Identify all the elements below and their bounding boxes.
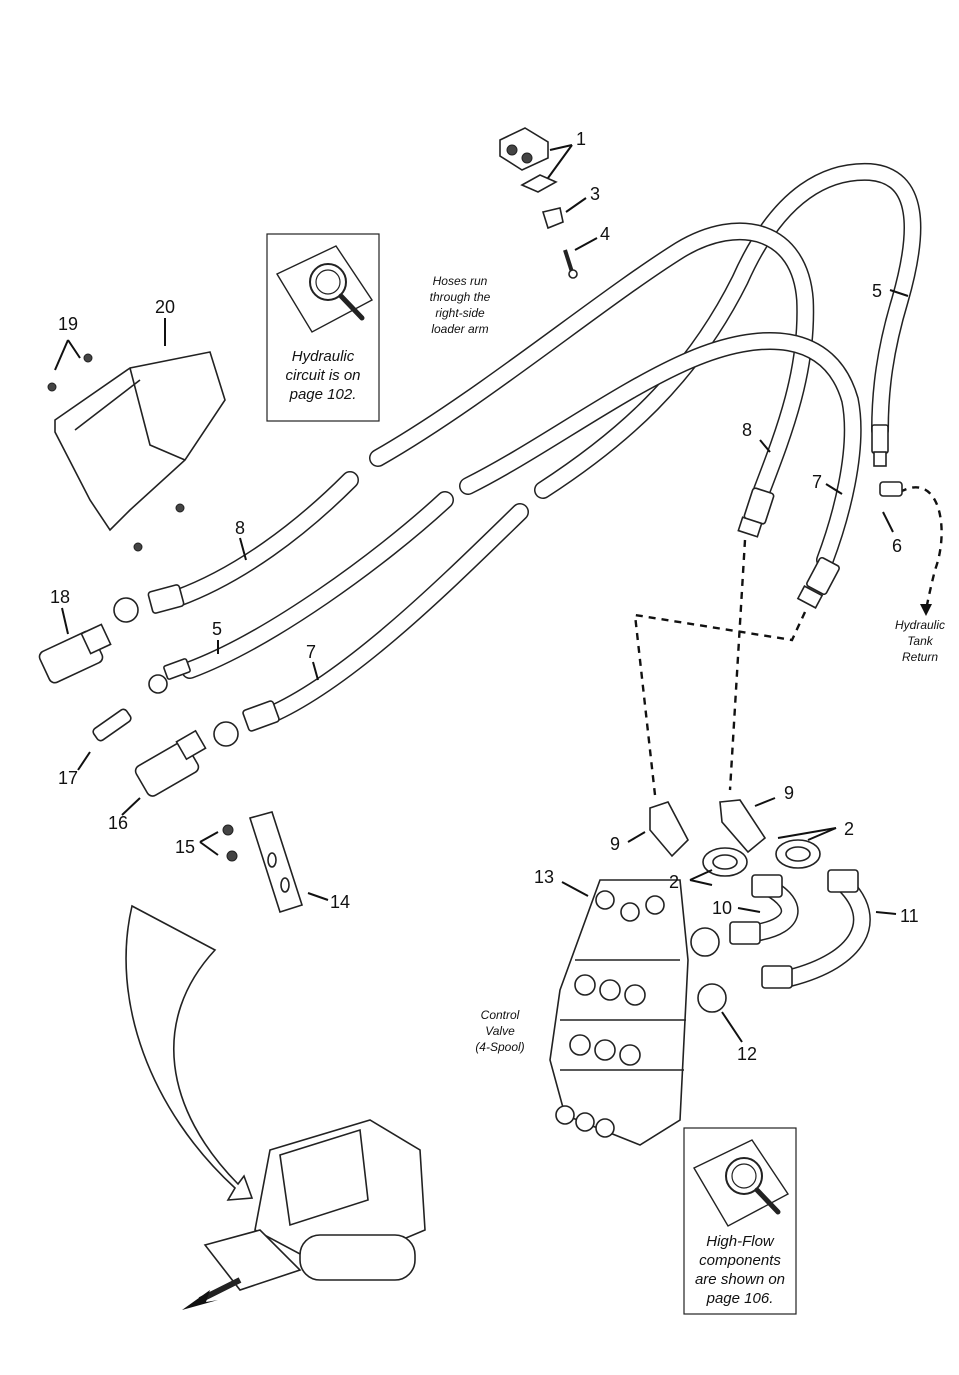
label-7-left: 7 (306, 642, 316, 662)
label-20: 20 (155, 297, 175, 317)
label-4: 4 (600, 224, 610, 244)
label-1: 1 (576, 129, 586, 149)
bolts-19[interactable] (47, 353, 185, 552)
high-flow-callout[interactable]: High-Flow components are shown on page 1… (683, 1127, 797, 1315)
label-3: 3 (590, 184, 600, 204)
magnifier-icon (693, 1139, 790, 1227)
svg-text:through the: through the (430, 290, 491, 304)
label-16: 16 (108, 813, 128, 833)
item-numbers: 1 3 4 5 8 7 6 20 19 8 5 7 18 17 16 15 14… (50, 129, 919, 1064)
label-18: 18 (50, 587, 70, 607)
high-flow-line2: components (699, 1252, 781, 1269)
orings-2[interactable] (702, 839, 821, 877)
high-flow-line3: are shown on (695, 1271, 785, 1288)
svg-text:Hoses run: Hoses run (433, 274, 488, 288)
label-5: 5 (872, 281, 882, 301)
elbow-6[interactable] (879, 481, 903, 497)
label-5-left: 5 (212, 619, 222, 639)
elbow-9-right[interactable] (719, 799, 767, 854)
control-valve[interactable] (549, 879, 689, 1146)
label-12: 12 (737, 1044, 757, 1064)
bolt-4[interactable] (563, 249, 578, 279)
label-9-right: 9 (784, 783, 794, 803)
magnifier-icon (276, 245, 374, 333)
hydraulic-circuit-line2: circuit is on (285, 367, 360, 384)
label-19: 19 (58, 314, 78, 334)
hose-11[interactable] (761, 869, 871, 989)
elbow-9-left[interactable] (649, 801, 689, 858)
control-valve-note: Control Valve (4-Spool) (475, 1008, 524, 1054)
hose-7-upper[interactable] (459, 331, 862, 569)
label-14: 14 (330, 892, 350, 912)
high-flow-line4: page 106. (706, 1290, 774, 1307)
shield-20[interactable] (54, 351, 226, 532)
label-2-right: 2 (844, 819, 854, 839)
label-10: 10 (712, 898, 732, 918)
label-13: 13 (534, 867, 554, 887)
hose-7-lower[interactable] (213, 503, 529, 747)
clamp-block[interactable] (499, 127, 558, 193)
dashed-route-7 (633, 611, 807, 796)
svg-text:Tank: Tank (907, 634, 934, 648)
high-flow-line1: High-Flow (706, 1233, 775, 1250)
dashed-route-6-to-tank (899, 486, 943, 611)
hose-8-upper[interactable] (369, 222, 815, 499)
hose-8-lower[interactable] (113, 471, 359, 623)
clamp-3[interactable] (541, 207, 564, 230)
hydraulic-circuit-line1: Hydraulic (292, 348, 355, 365)
hydraulic-circuit-callout[interactable]: Hydraulic circuit is on page 102. (266, 233, 380, 422)
hydraulic-circuit-line3: page 102. (289, 386, 357, 403)
label-11: 11 (900, 906, 919, 926)
hose-5-fitting[interactable] (871, 424, 889, 467)
track-loader (182, 1119, 426, 1310)
svg-text:(4-Spool): (4-Spool) (475, 1040, 524, 1054)
label-9-left: 9 (610, 834, 620, 854)
adapters-12[interactable] (690, 927, 727, 1013)
bracket-14[interactable] (248, 811, 304, 914)
coupler-17[interactable] (92, 708, 133, 742)
svg-text:Control: Control (481, 1008, 520, 1022)
hose-8-fitting[interactable] (737, 487, 775, 538)
svg-text:right-side: right-side (435, 306, 485, 320)
hose-7-fitting[interactable] (796, 556, 840, 609)
label-6: 6 (892, 536, 902, 556)
svg-text:Valve: Valve (485, 1024, 515, 1038)
label-8: 8 (742, 420, 752, 440)
leader-lines (54, 144, 909, 1043)
hoses-run-note: Hoses run through the right-side loader … (430, 274, 491, 336)
svg-text:loader arm: loader arm (431, 322, 488, 336)
label-15: 15 (175, 837, 195, 857)
label-17: 17 (58, 768, 78, 788)
hose-5-lower[interactable] (148, 491, 454, 694)
dashed-route-8 (728, 539, 747, 791)
label-8-left: 8 (235, 518, 245, 538)
label-7: 7 (812, 472, 822, 492)
coupler-18[interactable] (38, 623, 112, 684)
tank-return-arrowhead (920, 604, 932, 616)
label-2-left: 2 (669, 872, 679, 892)
svg-text:Hydraulic: Hydraulic (895, 618, 945, 632)
tank-return-note: Hydraulic Tank Return (895, 618, 945, 664)
hose-10[interactable] (729, 874, 799, 945)
svg-text:Return: Return (902, 650, 938, 664)
hose-5-upper[interactable] (534, 162, 922, 499)
bolts-15[interactable] (222, 824, 238, 862)
coupler-16[interactable] (133, 729, 207, 798)
location-arrow (125, 904, 254, 1201)
